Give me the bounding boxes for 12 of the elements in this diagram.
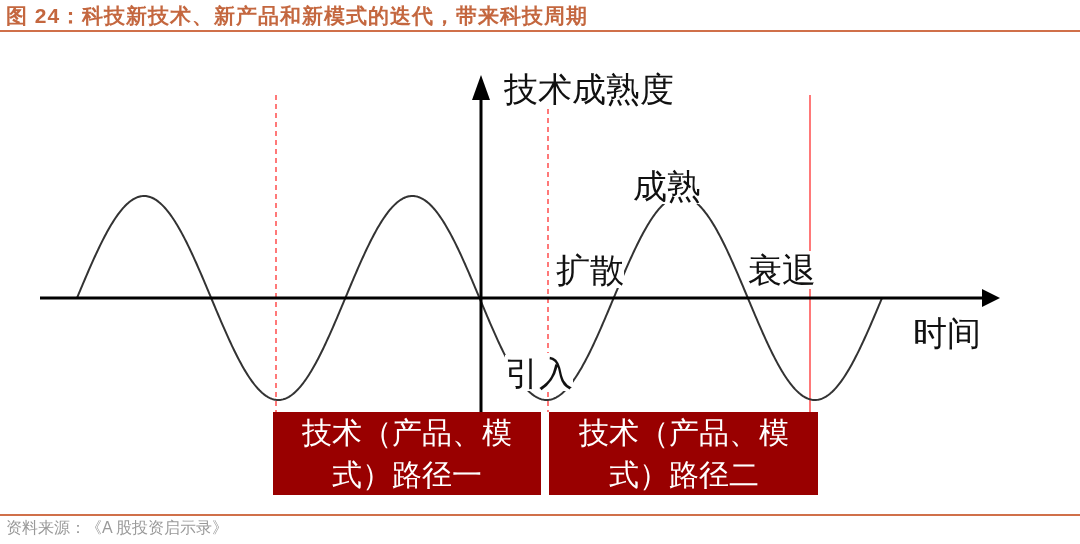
axis-or-phase-label: 技术成熟度 <box>504 71 674 107</box>
axis-or-phase-label: 衰退 <box>748 252 816 288</box>
axis-or-phase-label: 时间 <box>913 315 981 351</box>
path-box <box>549 412 818 495</box>
path-label: 技术（产品、模式）路径二 <box>577 413 790 494</box>
axis-or-phase-label: 扩散 <box>556 252 624 288</box>
path-label: 技术（产品、模式）路径一 <box>301 413 513 494</box>
axis-or-phase-label: 成熟 <box>633 168 701 204</box>
axis-or-phase-label: 引入 <box>505 355 573 391</box>
path-box <box>273 412 541 495</box>
figure-title: 图 24：科技新技术、新产品和新模式的迭代，带来科技周期 <box>6 4 589 28</box>
source-caption: 资料来源：《A 股投资启示录》 <box>6 518 229 538</box>
